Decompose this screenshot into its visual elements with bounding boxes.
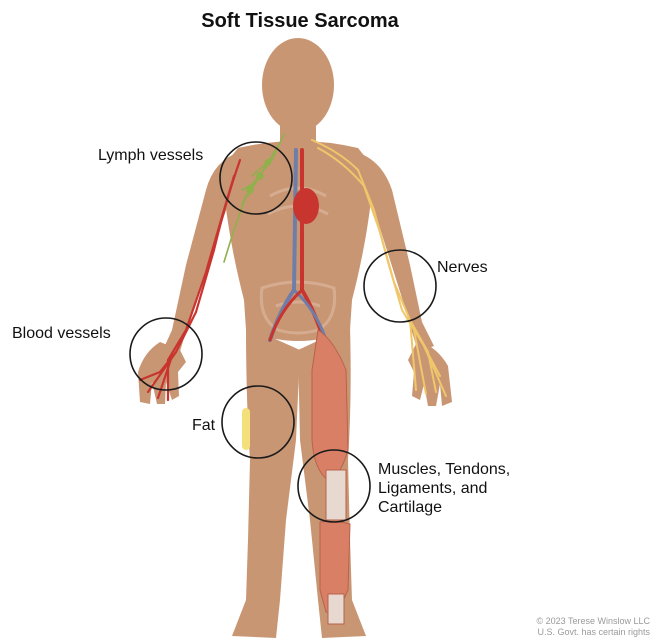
label-muscles-group: Muscles, Tendons, Ligaments, and Cartila… — [378, 460, 510, 517]
copyright-line2: U.S. Govt. has certain rights — [536, 627, 650, 638]
copyright-line1: © 2023 Terese Winslow LLC — [536, 616, 650, 627]
label-lymph-vessels: Lymph vessels — [98, 146, 203, 165]
copyright-notice: © 2023 Terese Winslow LLC U.S. Govt. has… — [536, 616, 650, 638]
label-muscles-line3: Cartilage — [378, 498, 510, 517]
label-nerves: Nerves — [437, 258, 488, 277]
fat-drawing — [242, 408, 250, 450]
label-muscles-line2: Ligaments, and — [378, 479, 510, 498]
label-muscles-line1: Muscles, Tendons, — [378, 460, 510, 479]
label-fat: Fat — [192, 416, 215, 435]
body-silhouette — [138, 38, 452, 638]
label-blood-vessels: Blood vessels — [12, 324, 111, 343]
heart-shape — [293, 188, 319, 224]
